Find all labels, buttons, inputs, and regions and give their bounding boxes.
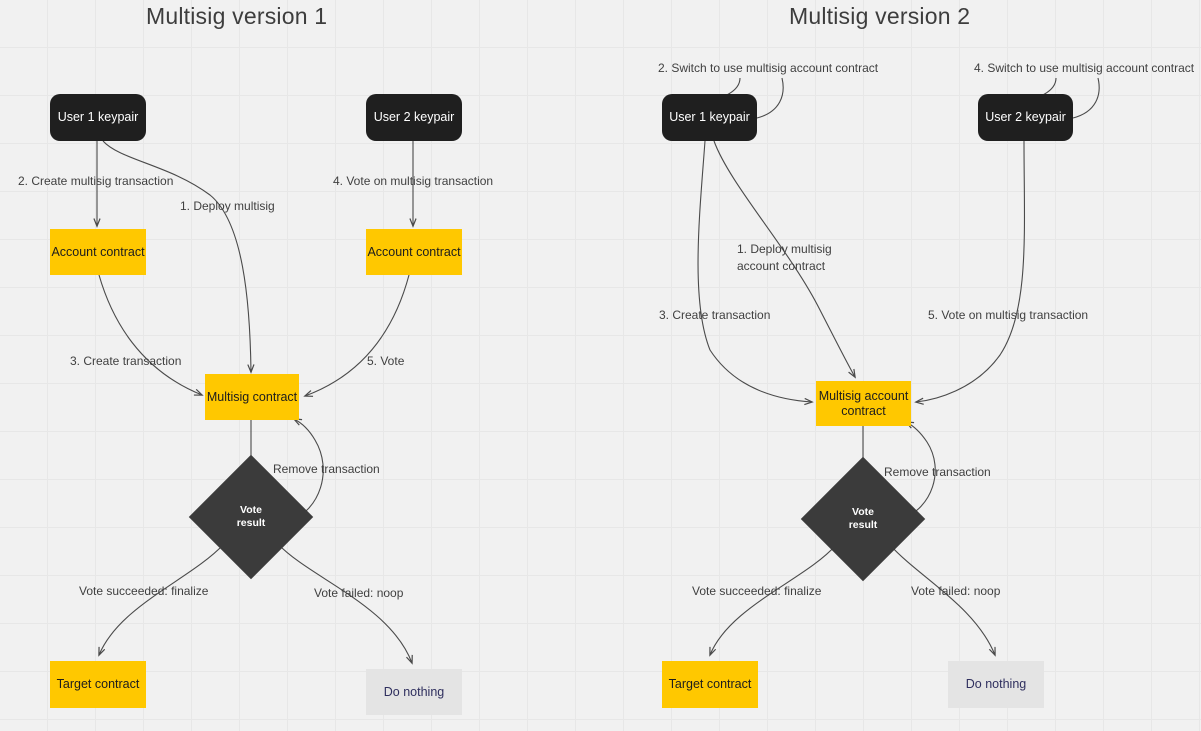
edge-label-v2-switch-user2: 4. Switch to use multisig account contra… [974,61,1195,75]
edge-label-v1-vote-on-multisig-tx: 4. Vote on multisig transaction [333,174,494,188]
edge-v1-account2-multisig [305,274,410,396]
multisig-account-line1: Multisig account [818,388,909,403]
edge-label-v1-deploy-multisig: 1. Deploy multisig [180,199,275,213]
node-v1-account-contract-2[interactable]: Account contract [366,229,462,275]
node-v2-user2-keypair[interactable]: User 2 keypair [978,94,1073,141]
edge-v1-vote-donothing [277,543,412,663]
node-v1-target-contract[interactable]: Target contract [50,661,146,708]
vote-result-line1: Vote [240,503,262,516]
node-v1-multisig-contract[interactable]: Multisig contract [205,374,299,420]
edge-label-v1-create-tx: 3. Create transaction [70,354,182,368]
multisig-account-line2: contract [841,403,886,418]
node-v2-target-contract[interactable]: Target contract [662,661,758,708]
node-v1-account-contract-1[interactable]: Account contract [50,229,146,275]
edge-label-v2-create-tx: 3. Create transaction [659,308,771,322]
node-v1-do-nothing[interactable]: Do nothing [366,669,462,715]
node-v1-user1-keypair[interactable]: User 1 keypair [50,94,146,141]
edge-label-v2-remove-tx: Remove transaction [884,465,991,479]
vote-result-line2: result [236,517,266,529]
edge-label-v1-remove-tx: Remove transaction [273,462,380,476]
edge-label-v1-vote-failed: Vote failed: noop [314,586,404,600]
edge-label-v2-vote-on-multisig-tx: 5. Vote on multisig transaction [928,308,1089,322]
node-v2-do-nothing[interactable]: Do nothing [948,661,1044,708]
edge-label-v2-vote-succeeded: Vote succeeded: finalize [692,584,822,598]
panel-title-v1: Multisig version 1 [146,3,328,29]
edge-label-v1-vote: 5. Vote [367,354,405,368]
deploy-line1: 1. Deploy multisig [737,242,832,256]
edge-v2-switch-user1-tail [756,77,784,119]
vote-result-line1: Vote [852,505,874,518]
edge-label-v1-vote-succeeded: Vote succeeded: finalize [79,584,209,598]
edge-label-v2-deploy-multisig: 1. Deploy multisig account contract [737,241,832,276]
edge-v2-switch-user2-tail [1072,77,1100,119]
edge-label-v1-create-multisig-tx: 2. Create multisig transaction [18,174,174,188]
edge-label-v2-switch-user1: 2. Switch to use multisig account contra… [658,61,879,75]
deploy-line2: account contract [737,259,826,274]
node-v1-user2-keypair[interactable]: User 2 keypair [366,94,462,141]
edge-label-v2-vote-failed: Vote failed: noop [911,584,1001,598]
edge-v2-user2-multisig-vote [916,140,1026,402]
edge-v1-account1-multisig [98,274,202,395]
panel-title-v2: Multisig version 2 [789,3,971,29]
node-v2-user1-keypair[interactable]: User 1 keypair [662,94,757,141]
vote-result-line2: result [848,519,878,531]
